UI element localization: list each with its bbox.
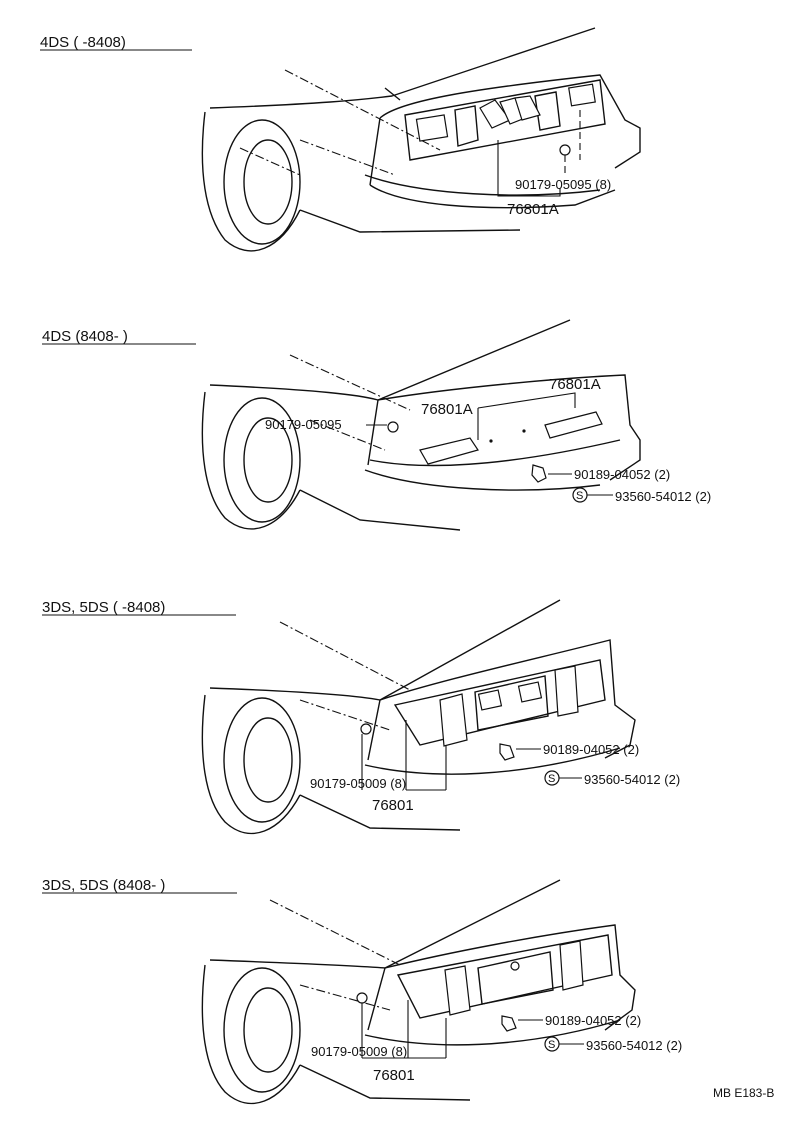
part-label: 76801A [549, 376, 601, 393]
section-4ds-post-8408: 4DS (8408- ) 76801A 76801A 90179-05 [42, 319, 711, 531]
part-label: 90189-04052 (2) [574, 467, 670, 482]
figure-code: MB E183-B [713, 1086, 774, 1100]
part-label: 76801 [373, 1067, 415, 1084]
part-label: 93560-54012 (2) [586, 1038, 682, 1053]
section-header: 3DS, 5DS ( -8408) [42, 599, 165, 616]
svg-text:S: S [576, 490, 583, 502]
car-rear-drawing [201, 599, 636, 835]
section-header: 4DS (8408- ) [42, 328, 128, 345]
part-label: 90179-05095 [265, 417, 342, 432]
car-rear-drawing [201, 27, 641, 252]
part-label: 93560-54012 (2) [615, 489, 711, 504]
part-label: 76801A [507, 201, 559, 218]
part-label: 90189-04052 (2) [543, 742, 639, 757]
section-header: 3DS, 5DS (8408- ) [42, 877, 165, 894]
part-label: 76801 [372, 797, 414, 814]
car-rear-drawing [201, 879, 636, 1105]
part-label: 90179-05095 (8) [515, 177, 611, 192]
car-rear-drawing [201, 319, 641, 531]
part-label: 93560-54012 (2) [584, 772, 680, 787]
section-header: 4DS ( -8408) [40, 34, 126, 51]
part-label: 90189-04052 (2) [545, 1013, 641, 1028]
section-4ds-pre-8408: 4DS ( -8408) [40, 27, 641, 252]
svg-text:S: S [548, 1039, 555, 1051]
section-3ds-5ds-post-8408: 3DS, 5DS (8408- ) 90189-04052 (2) S [42, 877, 682, 1105]
section-3ds-5ds-pre-8408: 3DS, 5DS ( -8408) 90189-04052 (2) [42, 599, 680, 835]
svg-text:S: S [548, 773, 555, 785]
part-label: 90179-05009 (8) [311, 1044, 407, 1059]
part-label: 76801A [421, 401, 473, 418]
part-label: 90179-05009 (8) [310, 776, 406, 791]
